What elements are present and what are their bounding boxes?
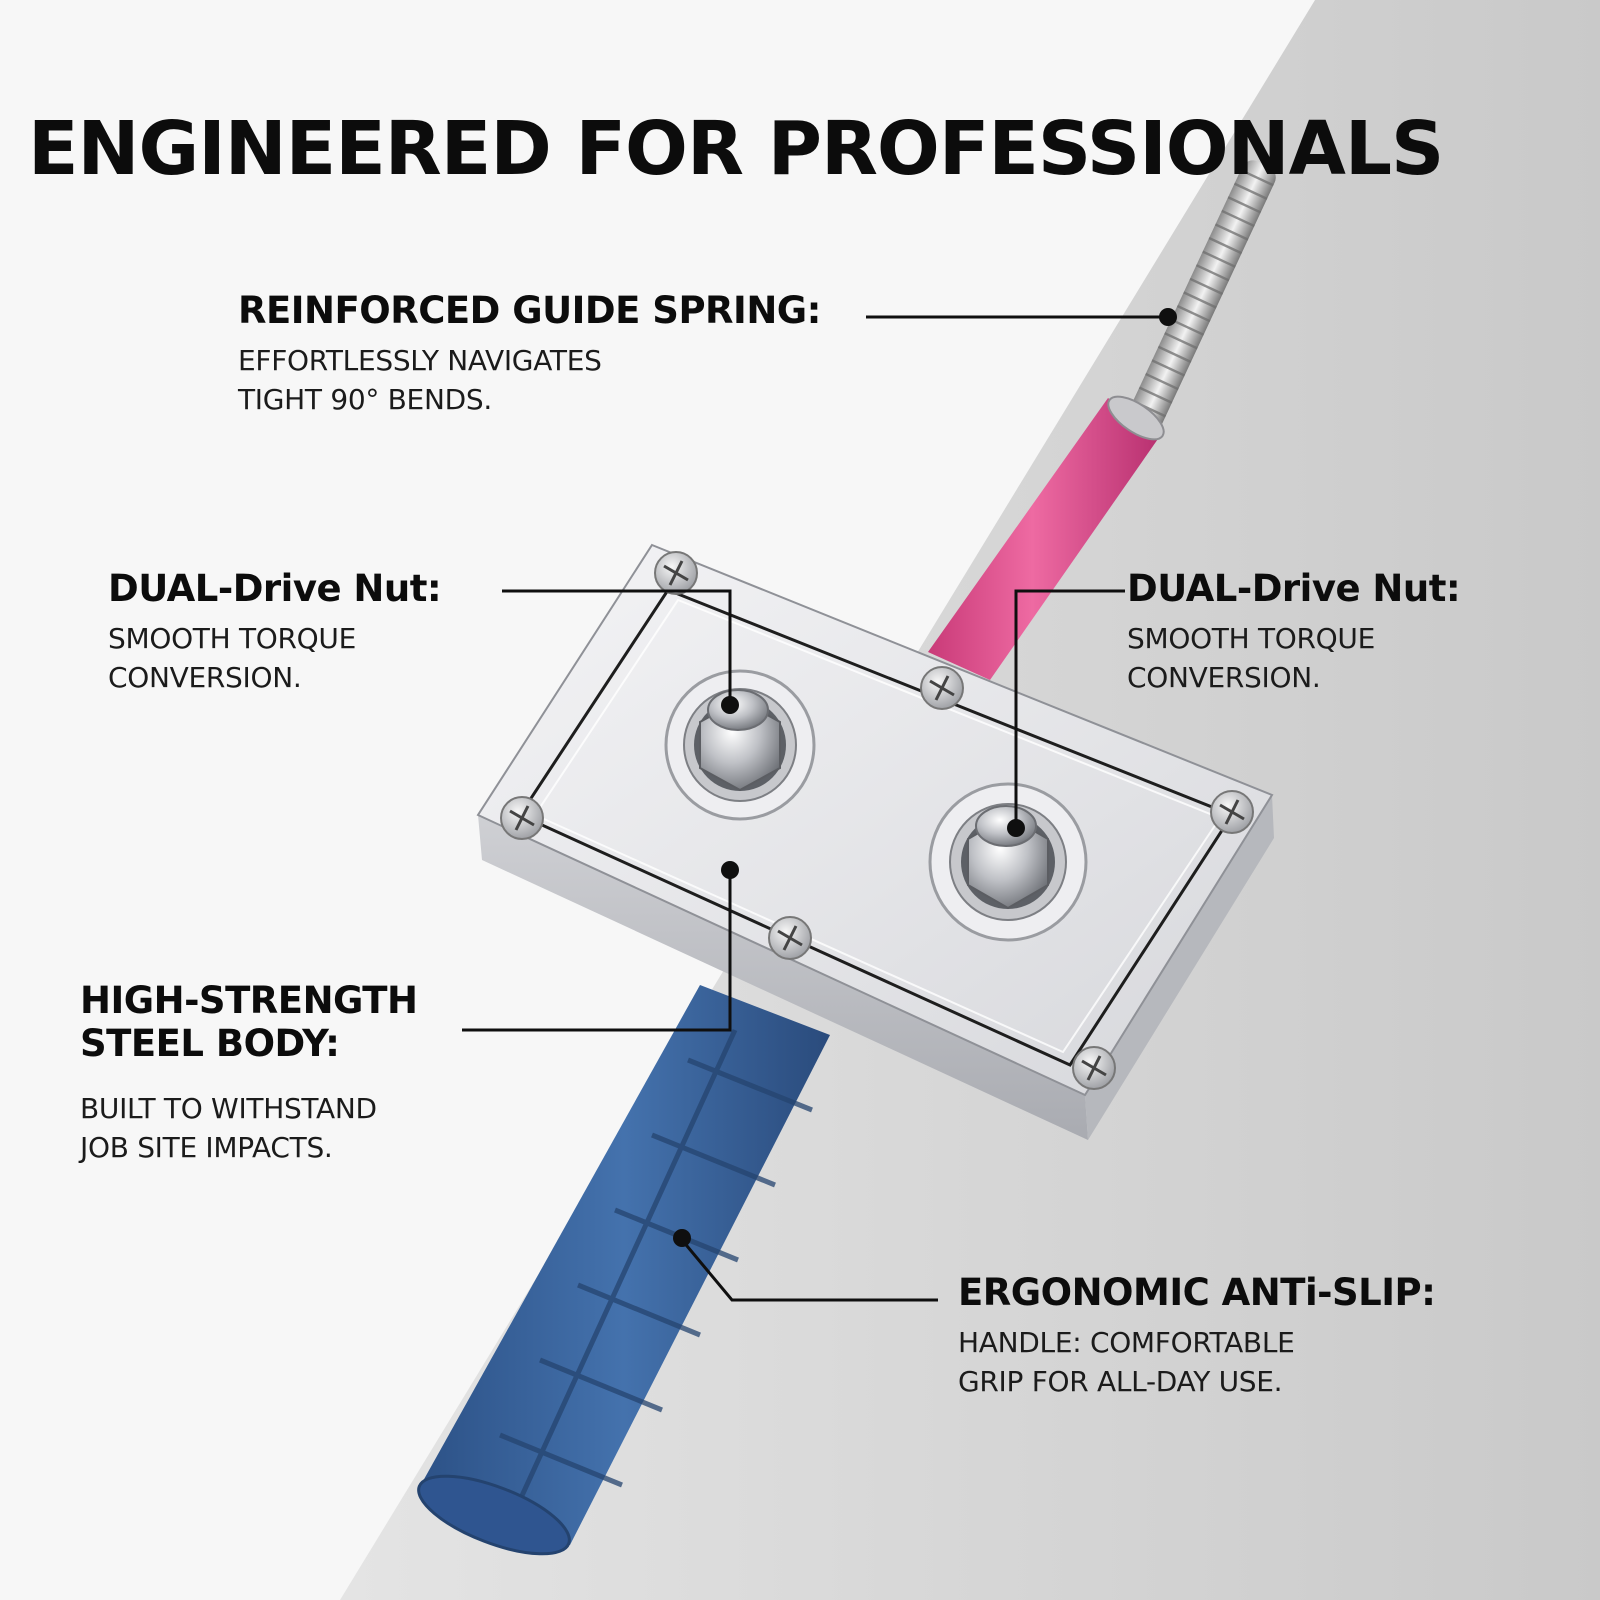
screw-icon	[500, 796, 544, 840]
pink-sheath	[928, 398, 1160, 680]
callout-title-line: STEEL BODY:	[80, 1021, 340, 1065]
callout-description-line: TIGHT 90° BENDS.	[238, 382, 492, 416]
callout-description: SMOOTH TORQUE CONVERSION.	[1127, 619, 1587, 697]
hex-nut-icon	[928, 782, 1088, 942]
leader-line-handle	[680, 1239, 938, 1302]
callout-title: DUAL-Drive Nut:	[108, 567, 442, 610]
leader-line-nut-right	[1014, 589, 1125, 828]
headline: ENGINEERED FOR PROFESSIONALS	[28, 106, 1444, 192]
leader-lines	[462, 308, 1177, 1302]
callout-drive-nut-right: DUAL-Drive Nut: SMOOTH TORQUE CONVERSION…	[1127, 567, 1587, 697]
leader-dot-nut-right	[1007, 819, 1025, 837]
callout-title: ERGONOMIC ANTi-SLIP:	[958, 1271, 1436, 1314]
callout-title: REINFORCED GUIDE SPRING:	[238, 289, 821, 332]
steel-body	[476, 543, 1274, 1140]
sheath-collar	[1107, 395, 1165, 441]
callout-steel-body: HIGH-STRENGTH STEEL BODY: BUILT TO WITHS…	[80, 979, 460, 1167]
leader-line-body	[462, 870, 732, 1032]
leader-line-nut-left	[502, 589, 732, 705]
steel-body-top	[476, 543, 1274, 1097]
callout-description-line: CONVERSION.	[1127, 660, 1321, 694]
screw-icon	[920, 666, 964, 710]
steel-body-end	[1085, 795, 1274, 1140]
callout-description-line: BUILT TO WITHSTAND	[80, 1092, 377, 1126]
callout-drive-nut-left: DUAL-Drive Nut: SMOOTH TORQUE CONVERSION…	[108, 567, 508, 697]
hex-nut-icon	[664, 669, 816, 821]
callout-description-line: SMOOTH TORQUE	[1127, 621, 1375, 655]
screw-icon	[1072, 1046, 1116, 1090]
callout-description-line: SMOOTH TORQUE	[108, 621, 356, 655]
steel-body-side	[478, 815, 1088, 1140]
callout-title-line: HIGH-STRENGTH	[80, 979, 418, 1022]
callout-description: BUILT TO WITHSTAND JOB SITE IMPACTS.	[80, 1089, 460, 1167]
callout-title: DUAL-Drive Nut:	[1127, 567, 1461, 610]
leader-dot-body	[721, 861, 739, 879]
leader-dot-handle	[673, 1229, 691, 1247]
callout-description: HANDLE: COMFORTABLE GRIP FOR ALL-DAY USE…	[958, 1323, 1558, 1401]
callout-anti-slip-handle: ERGONOMIC ANTi-SLIP: HANDLE: COMFORTABLE…	[958, 1271, 1558, 1401]
callout-description-line: GRIP FOR ALL-DAY USE.	[958, 1364, 1283, 1398]
screw-icon	[654, 551, 698, 595]
callout-title: HIGH-STRENGTH STEEL BODY:	[80, 979, 460, 1065]
leader-dot-spring	[1159, 308, 1177, 326]
guide-spring	[1128, 160, 1276, 431]
leader-dot-nut-left	[721, 696, 739, 714]
callout-description-line: JOB SITE IMPACTS.	[80, 1131, 333, 1165]
callout-guide-spring: REINFORCED GUIDE SPRING: EFFORTLESSLY NA…	[238, 289, 858, 419]
callout-description: SMOOTH TORQUE CONVERSION.	[108, 619, 508, 697]
callout-description-line: EFFORTLESSLY NAVIGATES	[238, 343, 602, 377]
steel-body-inset	[517, 588, 1235, 1067]
callout-description: EFFORTLESSLY NAVIGATES TIGHT 90° BENDS.	[238, 341, 858, 419]
callout-description-line: CONVERSION.	[108, 660, 302, 694]
screw-icon	[1210, 790, 1254, 834]
callout-description-line: HANDLE: COMFORTABLE	[958, 1325, 1295, 1359]
screw-icon	[768, 916, 812, 960]
